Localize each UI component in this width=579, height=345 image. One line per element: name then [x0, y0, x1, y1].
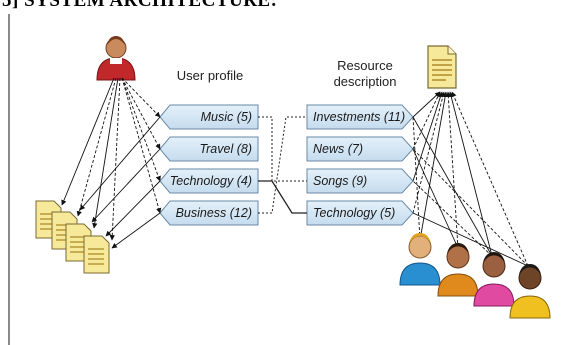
- resource-tag-shape-technology: [306, 200, 414, 226]
- user-tag-technology: Technology (4): [169, 174, 252, 188]
- user-arrows: [61, 77, 162, 249]
- resource-tag-news: News (7): [313, 142, 364, 156]
- resource-tag-shape-songs: [306, 168, 414, 194]
- resource-tag-songs: Songs (9): [313, 174, 368, 188]
- user-profile-caption: User profile: [176, 68, 244, 83]
- user-tag-business: Business (12): [175, 206, 252, 220]
- people-group-icon: [399, 233, 551, 319]
- section-heading: 5] SYSTEM ARCHITECTURE:: [2, 0, 278, 11]
- resource-tag-shapes: [306, 104, 414, 226]
- user-tag-music: Music (5): [200, 110, 252, 124]
- resource-tag-investments: Investments (11): [313, 110, 406, 124]
- margin-line: [8, 14, 10, 345]
- user-tag-shapes: [159, 104, 259, 226]
- user-tag-shape-travel: [159, 136, 259, 162]
- resource-description-caption: Resource description: [320, 58, 410, 90]
- resource-caption-line2: description: [333, 74, 397, 89]
- resource-tag-technology: Technology (5): [313, 206, 396, 220]
- resource-tag-shape-investments: [306, 104, 414, 130]
- resource-tag-shape-news: [306, 136, 414, 162]
- people-arrows: [412, 91, 529, 267]
- resource-caption-line1: Resource: [337, 58, 393, 73]
- document-icon: [427, 45, 457, 89]
- document-stack-icon: [35, 200, 110, 274]
- user-icon: [96, 36, 136, 81]
- user-tag-travel: Travel (8): [199, 142, 252, 156]
- tag-connections: [258, 116, 307, 214]
